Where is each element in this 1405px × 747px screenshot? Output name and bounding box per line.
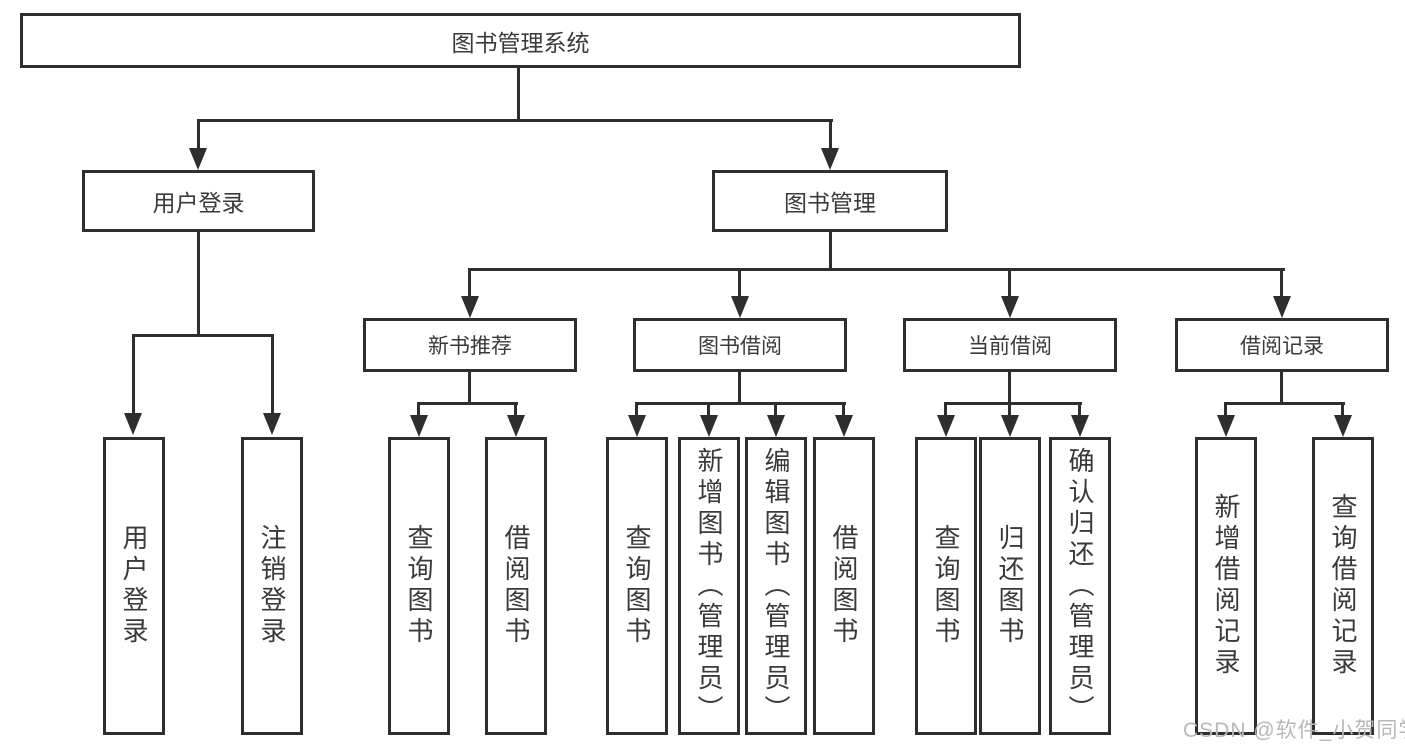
arrowhead-icon — [507, 415, 525, 437]
connector-line — [1280, 372, 1283, 405]
node-borrow-books: 借阅图书 — [813, 437, 875, 735]
connector-line — [132, 334, 135, 415]
node-label: 借阅记录 — [1240, 335, 1324, 358]
connector-line — [842, 402, 845, 417]
connector-line — [829, 119, 832, 150]
node-user-login: 用户登录 — [82, 170, 315, 232]
node-label: 图书管理 — [784, 190, 876, 216]
node-edit-books-admin: 编辑图书（管理员） — [745, 437, 807, 735]
connector-line — [517, 68, 520, 122]
connector-line — [829, 232, 832, 271]
connector-line — [635, 402, 846, 405]
node-query-books-current: 查询图书 — [915, 437, 977, 735]
node-label: 新增借阅记录 — [1211, 493, 1241, 679]
arrowhead-icon — [1217, 415, 1235, 437]
connector-line — [271, 334, 274, 415]
connector-line — [468, 268, 471, 298]
node-label: 图书管理系统 — [451, 29, 590, 56]
connector-line — [1341, 402, 1344, 417]
node-borrow-records: 借阅记录 — [1175, 318, 1389, 372]
arrowhead-icon — [731, 296, 749, 318]
arrowhead-icon — [835, 415, 853, 437]
node-label: 查询图书 — [404, 524, 434, 648]
node-borrow-books-recommend: 借阅图书 — [485, 437, 547, 735]
connector-line — [197, 232, 200, 337]
node-query-books-borrow: 查询图书 — [606, 437, 668, 735]
watermark: CSDN @软件_小贺同学 — [1183, 719, 1405, 742]
arrowhead-icon — [1001, 296, 1019, 318]
node-label: 确认归还（管理员） — [1065, 446, 1095, 726]
node-query-borrow-record: 查询借阅记录 — [1312, 437, 1374, 735]
connector-line — [1078, 402, 1081, 417]
connector-line — [1008, 372, 1011, 405]
node-query-books-recommend: 查询图书 — [388, 437, 450, 735]
node-label: 查询图书 — [931, 524, 961, 648]
arrowhead-icon — [767, 415, 785, 437]
node-new-book-recommend: 新书推荐 — [363, 318, 577, 372]
connector-line — [707, 402, 710, 417]
node-label: 归还图书 — [995, 524, 1025, 648]
connector-line — [635, 402, 638, 417]
connector-line — [1008, 268, 1011, 298]
arrowhead-icon — [1334, 415, 1352, 437]
connector-line — [944, 402, 947, 417]
connector-line — [468, 372, 471, 405]
connector-line — [417, 402, 518, 405]
connector-line — [514, 402, 517, 417]
node-logout: 注销登录 — [241, 437, 303, 735]
node-add-borrow-record: 新增借阅记录 — [1195, 437, 1257, 735]
connector-line — [1224, 402, 1345, 405]
arrowhead-icon — [461, 296, 479, 318]
arrowhead-icon — [700, 415, 718, 437]
arrowhead-icon — [1001, 415, 1019, 437]
connector-line — [417, 402, 420, 417]
connector-line — [944, 402, 1082, 405]
node-label: 图书借阅 — [698, 335, 782, 358]
node-book-borrow: 图书借阅 — [633, 318, 847, 372]
node-label: 当前借阅 — [968, 335, 1052, 358]
node-confirm-return-admin: 确认归还（管理员） — [1049, 437, 1111, 735]
node-label: 新书推荐 — [428, 335, 512, 358]
node-label: 借阅图书 — [829, 524, 859, 648]
connector-line — [468, 268, 1285, 271]
node-label: 用户登录 — [152, 190, 245, 216]
connector-line — [132, 334, 274, 337]
connector-line — [738, 372, 741, 405]
arrowhead-icon — [628, 415, 646, 437]
arrowhead-icon — [821, 148, 839, 170]
node-label: 注销登录 — [257, 524, 287, 648]
connector-line — [197, 119, 833, 122]
connector-line — [197, 119, 200, 150]
arrowhead-icon — [263, 413, 281, 435]
connector-line — [738, 268, 741, 298]
node-label: 编辑图书（管理员） — [761, 446, 791, 726]
arrowhead-icon — [937, 415, 955, 437]
connector-line — [1280, 268, 1283, 298]
arrowhead-icon — [1273, 296, 1291, 318]
node-return-books: 归还图书 — [979, 437, 1041, 735]
arrowhead-icon — [1071, 415, 1089, 437]
connector-line — [774, 402, 777, 417]
node-current-borrow: 当前借阅 — [903, 318, 1117, 372]
node-label: 用户登录 — [119, 524, 149, 648]
node-user-login-leaf: 用户登录 — [103, 437, 165, 735]
connector-line — [1008, 402, 1011, 417]
node-label: 查询图书 — [622, 524, 652, 648]
arrowhead-icon — [410, 415, 428, 437]
arrowhead-icon — [124, 413, 142, 435]
connector-line — [1224, 402, 1227, 417]
node-label: 查询借阅记录 — [1328, 493, 1358, 679]
node-add-books-admin: 新增图书（管理员） — [678, 437, 740, 735]
arrowhead-icon — [189, 148, 207, 170]
node-label: 新增图书（管理员） — [694, 446, 724, 726]
node-library-system: 图书管理系统 — [20, 13, 1021, 68]
node-label: 借阅图书 — [501, 524, 531, 648]
node-book-management: 图书管理 — [712, 170, 948, 232]
